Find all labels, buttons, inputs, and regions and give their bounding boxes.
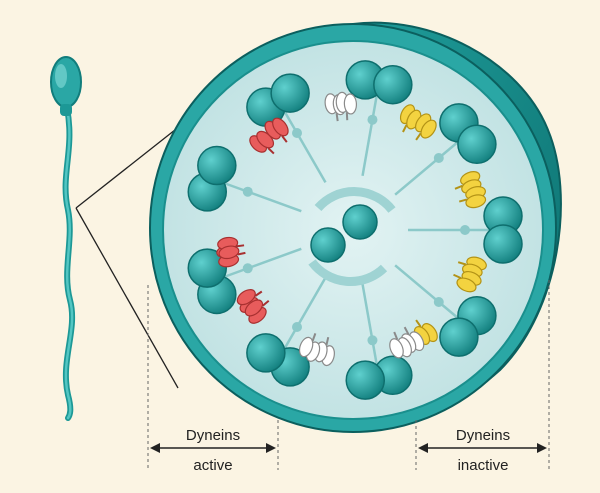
dynein-inactive: [453, 270, 482, 293]
dynein-stalk: [237, 251, 246, 256]
dynein-stalk: [325, 336, 330, 346]
inactive-range-arrow: [418, 443, 547, 453]
dynein-active: [244, 299, 270, 324]
active-range-arrow: [150, 443, 276, 453]
spoke-head: [460, 225, 470, 235]
radial-spokes: [221, 91, 493, 369]
microtubule-doublet: [187, 248, 237, 315]
dynein-stalk: [457, 261, 467, 266]
dynein-stalk: [415, 132, 422, 141]
central-microtubule-left: [310, 227, 346, 263]
label-dyneins-right: Dyneins: [456, 427, 510, 444]
doublet-tubule-b: [270, 73, 310, 113]
zoom-line-bottom: [75, 207, 179, 389]
radial-spoke: [394, 264, 462, 321]
central-sheath-top: [314, 187, 396, 213]
doublet-tubule-b: [457, 124, 497, 165]
doublet-tubule-b: [373, 64, 413, 105]
dynein-head: [244, 299, 264, 317]
dynein-head: [420, 119, 437, 139]
dynein-inactive: [298, 333, 321, 362]
dynein-head: [343, 93, 358, 115]
dynein-head: [298, 336, 314, 358]
dynein-stalk: [311, 333, 317, 342]
dynein-stalk: [453, 273, 462, 279]
dynein-active: [264, 117, 289, 143]
radial-spoke: [221, 247, 302, 280]
doublet-tubule-b: [439, 317, 479, 357]
spoke-head: [433, 296, 444, 307]
microtubule-doublet: [246, 333, 310, 387]
radial-spoke: [394, 139, 462, 196]
dynein-head: [218, 245, 240, 260]
dynein-stalk: [393, 331, 399, 340]
doublet-tubule-b: [483, 224, 523, 264]
microtubule-doublet: [345, 60, 413, 105]
dynein-inactive: [335, 91, 358, 121]
sperm-cell: [50, 56, 82, 421]
radial-spoke: [361, 91, 379, 177]
sperm-tail-highlight: [64, 106, 74, 420]
doublet-tubule-b: [345, 360, 386, 400]
spoke-head: [433, 153, 444, 164]
dynein-stalk: [267, 147, 275, 155]
dynein-head: [236, 289, 256, 306]
doublet-tubule-b: [187, 248, 228, 288]
dynein-active: [218, 245, 246, 268]
dynein-active: [249, 130, 275, 155]
doublet-tubule-b: [197, 145, 237, 186]
microtubule-doublet: [439, 103, 497, 165]
dynein-stalk: [335, 113, 339, 122]
microtubule-doublet: [439, 295, 497, 357]
dynein-stalk: [281, 135, 288, 143]
sperm-midpiece: [60, 104, 72, 116]
dynein-stalk: [236, 244, 245, 248]
label-active: active: [193, 457, 232, 474]
spoke-head: [367, 335, 378, 346]
dynein-stalk: [403, 326, 410, 335]
dynein-stalk: [415, 319, 422, 328]
spoke-head: [292, 128, 302, 139]
dynein-head: [389, 338, 404, 359]
label-dyneins-left: Dyneins: [186, 427, 240, 444]
radial-spoke: [361, 283, 379, 369]
spoke-head: [292, 321, 302, 332]
doublet-tubule-b: [246, 333, 286, 373]
dynein-stalk: [261, 299, 270, 307]
outer-doublets: [187, 60, 523, 400]
dynein-inactive: [414, 113, 437, 141]
radial-spoke: [281, 108, 327, 183]
radial-spoke: [221, 180, 302, 213]
label-inactive: inactive: [458, 457, 509, 474]
microtubule-doublet: [187, 145, 237, 212]
dynein-inactive: [458, 186, 487, 209]
central-sheath-bottom: [308, 259, 388, 286]
dynein-stalk: [254, 290, 263, 297]
central-microtubule-right: [342, 204, 378, 240]
dynein-head: [456, 277, 477, 293]
central-apparatus: [308, 187, 396, 286]
radial-spoke: [281, 277, 327, 352]
microtubule-doublet: [345, 355, 413, 400]
spoke-head: [242, 263, 253, 274]
dynein-stalk: [402, 124, 408, 133]
dynein-head: [465, 194, 487, 209]
spoke-head: [367, 114, 378, 125]
dynein-stalk: [454, 184, 463, 190]
microtubule-doublet: [483, 196, 523, 264]
dynein-stalk: [458, 198, 468, 203]
dynein-inactive: [389, 331, 412, 359]
spoke-head: [242, 186, 253, 197]
dynein-arms: [216, 91, 487, 367]
sperm-head-shine: [55, 64, 67, 88]
dynein-head: [272, 117, 289, 137]
